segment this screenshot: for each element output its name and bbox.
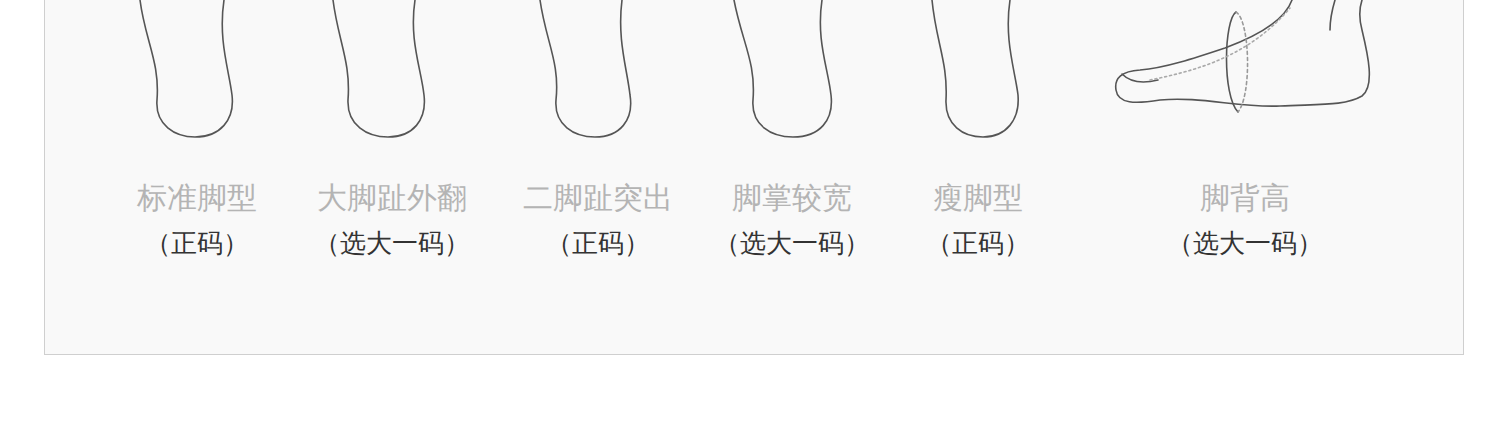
toe-line	[1122, 74, 1158, 82]
foot-outline	[734, 0, 831, 137]
foot-type-label: 标准脚型	[137, 178, 257, 219]
foot-outline	[333, 0, 424, 137]
size-advice-label: （选大一码）	[714, 226, 870, 261]
size-advice-label: （选大一码）	[1167, 226, 1323, 261]
foot-type-label: 脚掌较宽	[732, 178, 852, 219]
foot-outline	[932, 0, 1018, 137]
foot-outline	[140, 0, 232, 137]
size-advice-label: （正码）	[546, 226, 650, 261]
size-advice-label: （选大一码）	[314, 226, 470, 261]
foot-type-label: 脚背高	[1200, 178, 1290, 219]
foot-type-label: 大脚趾外翻	[317, 178, 467, 219]
foot-type-label: 二脚趾突出	[523, 178, 673, 219]
ankle-ellipse-back	[1236, 12, 1248, 112]
ankle-line	[1330, 0, 1335, 30]
ankle-ellipse-front	[1227, 12, 1239, 112]
foot-type-label: 瘦脚型	[933, 178, 1023, 219]
side-foot-outline	[1116, 0, 1370, 106]
foot-outline	[540, 0, 631, 137]
instep-line	[1150, 8, 1290, 80]
panel	[44, 0, 1464, 355]
size-advice-label: （正码）	[145, 226, 249, 261]
size-advice-label: （正码）	[926, 226, 1030, 261]
